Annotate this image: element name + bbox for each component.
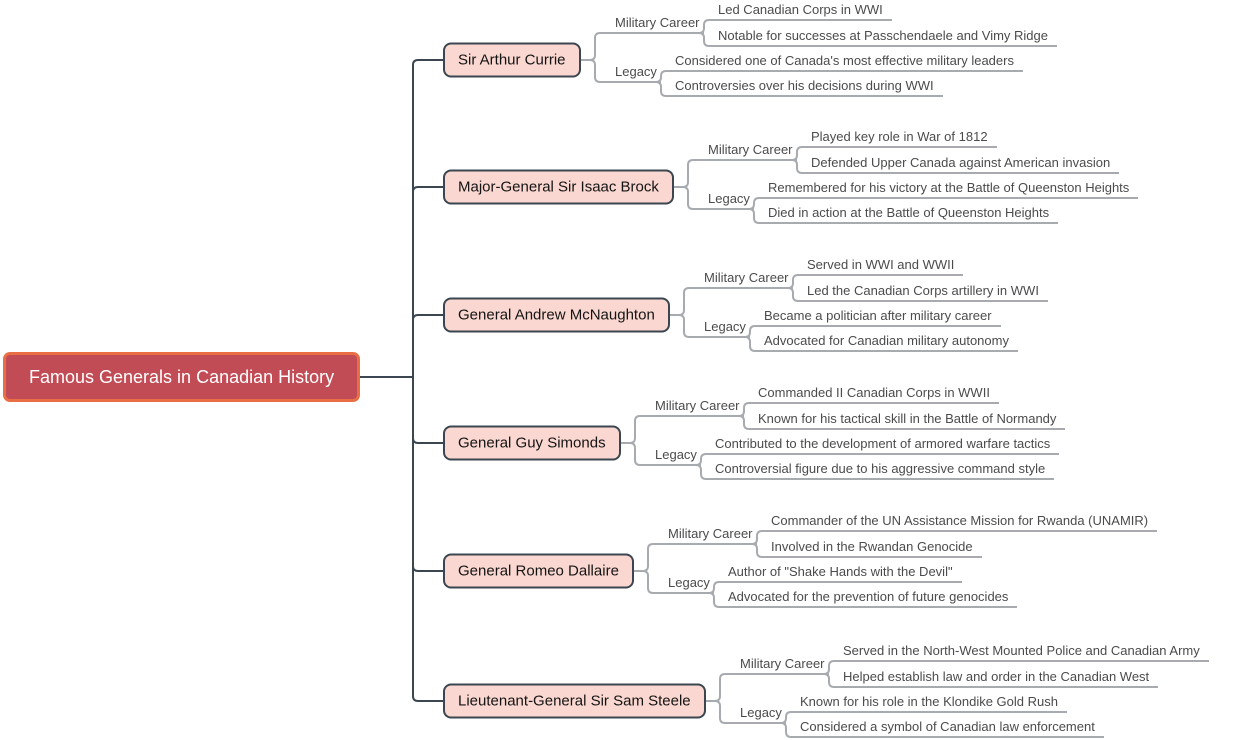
leaf-label[interactable]: Advocated for Canadian military autonomy — [764, 333, 1009, 348]
leaf-label[interactable]: Played key role in War of 1812 — [811, 129, 988, 144]
connector-group-leaf — [738, 415, 1065, 430]
connector-group-leaf — [748, 208, 1058, 224]
group-label[interactable]: Military Career — [740, 656, 825, 671]
general-node[interactable]: General Romeo Dallaire — [443, 553, 634, 589]
leaf-label[interactable]: Served in the North-West Mounted Police … — [843, 643, 1200, 658]
general-node[interactable]: General Andrew McNaughton — [443, 297, 670, 333]
general-node[interactable]: Sir Arthur Currie — [443, 42, 581, 78]
connector-group-leaf — [655, 81, 943, 97]
leaf-label[interactable]: Helped establish law and order in the Ca… — [843, 669, 1150, 684]
leaf-label[interactable]: Considered one of Canada's most effectiv… — [675, 53, 1014, 68]
general-node[interactable]: Lieutenant-General Sir Sam Steele — [443, 683, 706, 719]
group-label[interactable]: Military Career — [708, 142, 793, 157]
leaf-label[interactable]: Commanded II Canadian Corps in WWII — [758, 385, 990, 400]
connector-general-group — [621, 442, 701, 466]
connector-general-group — [670, 314, 750, 338]
connector-group-leaf — [791, 159, 1119, 174]
group-label[interactable]: Military Career — [668, 526, 753, 541]
leaf-label[interactable]: Controversial figure due to his aggressi… — [715, 461, 1046, 476]
leaf-label[interactable]: Contributed to the development of armore… — [715, 436, 1051, 451]
group-label[interactable]: Military Career — [704, 270, 789, 285]
connector-spine-general — [412, 186, 443, 377]
group-label[interactable]: Legacy — [704, 319, 746, 334]
connector-group-leaf — [787, 287, 1048, 302]
connector-spine-general — [412, 377, 443, 572]
connector-spine-general — [412, 314, 443, 377]
connector-group-leaf — [744, 336, 1018, 352]
leaf-label[interactable]: Remembered for his victory at the Battle… — [768, 180, 1130, 195]
group-label[interactable]: Legacy — [615, 64, 657, 79]
connector-general-group — [674, 186, 754, 210]
leaf-label[interactable]: Author of "Shake Hands with the Devil" — [728, 564, 953, 579]
leaf-label[interactable]: Led Canadian Corps in WWI — [718, 2, 883, 17]
connector-group-leaf — [823, 673, 1158, 688]
connector-spine-general — [412, 59, 443, 377]
leaf-label[interactable]: Involved in the Rwandan Genocide — [771, 539, 973, 554]
connector-group-leaf — [751, 543, 982, 558]
connector-spine-general — [412, 377, 443, 444]
group-label[interactable]: Legacy — [708, 191, 750, 206]
leaf-label[interactable]: Notable for successes at Passchendaele a… — [718, 28, 1049, 43]
group-label[interactable]: Military Career — [615, 15, 700, 30]
connector-spine-general — [412, 377, 443, 702]
general-node[interactable]: Major-General Sir Isaac Brock — [443, 169, 674, 205]
leaf-label[interactable]: Advocated for the prevention of future g… — [728, 589, 1009, 604]
leaf-label[interactable]: Defended Upper Canada against American i… — [811, 155, 1111, 170]
general-node[interactable]: General Guy Simonds — [443, 425, 621, 461]
connector-group-leaf — [695, 464, 1054, 480]
leaf-label[interactable]: Served in WWI and WWII — [807, 257, 955, 272]
group-label[interactable]: Legacy — [740, 705, 782, 720]
leaf-label[interactable]: Known for his role in the Klondike Gold … — [800, 694, 1058, 709]
group-label[interactable]: Military Career — [655, 398, 740, 413]
leaf-label[interactable]: Commander of the UN Assistance Mission f… — [771, 513, 1149, 528]
leaf-label[interactable]: Controversies over his decisions during … — [675, 78, 934, 93]
group-label[interactable]: Legacy — [668, 575, 710, 590]
connector-general-group — [706, 700, 786, 724]
root-node[interactable]: Famous Generals in Canadian History — [3, 352, 361, 402]
leaf-label[interactable]: Died in action at the Battle of Queensto… — [768, 205, 1050, 220]
connector-group-leaf — [708, 592, 1017, 608]
connector-general-group — [634, 570, 714, 594]
leaf-label[interactable]: Led the Canadian Corps artillery in WWI — [807, 283, 1039, 298]
leaf-label[interactable]: Known for his tactical skill in the Batt… — [758, 411, 1057, 426]
group-label[interactable]: Legacy — [655, 447, 697, 462]
leaf-label[interactable]: Became a politician after military caree… — [764, 308, 992, 323]
connector-group-leaf — [698, 32, 1057, 47]
connector-group-leaf — [780, 722, 1104, 738]
connector-general-group — [581, 59, 661, 83]
leaf-label[interactable]: Considered a symbol of Canadian law enfo… — [800, 719, 1095, 734]
